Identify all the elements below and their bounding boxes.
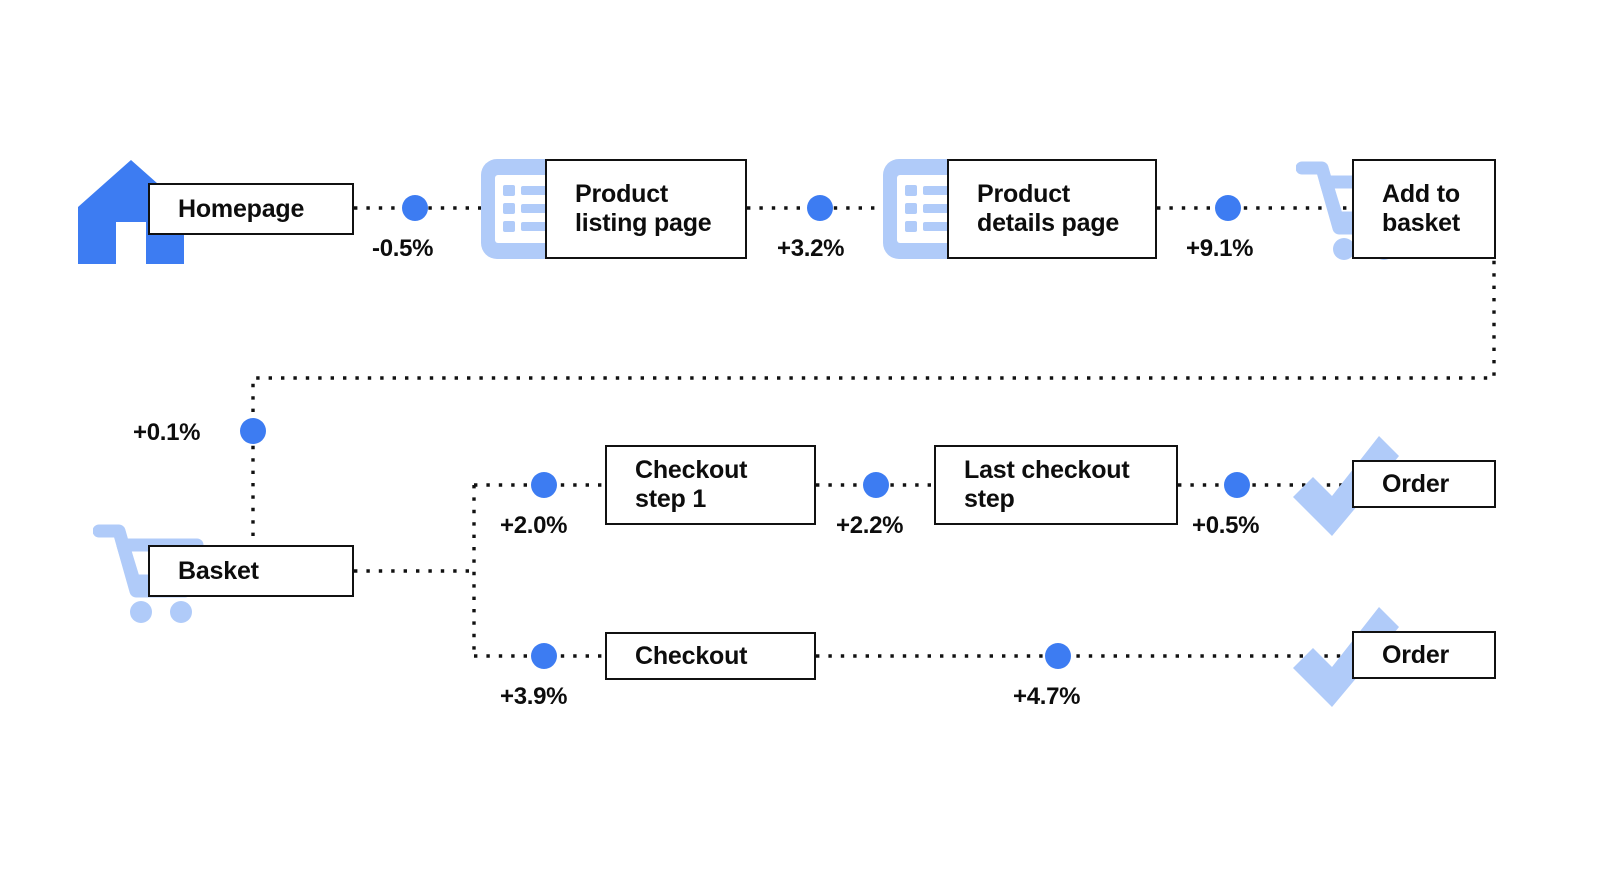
edge-value-checkout-step-1-to-last-checkout-step: +2.2% [836, 512, 904, 539]
node-add-to-basket-label: Add to basket [1382, 180, 1461, 237]
node-checkout[interactable]: Checkout [605, 632, 816, 680]
node-product-details-page-label: Product details page [977, 180, 1120, 237]
node-add-to-basket[interactable]: Add to basket [1352, 159, 1496, 259]
edge-dot-basket-to-checkout[interactable] [531, 643, 557, 669]
node-order-bottom-label: Order [1382, 640, 1450, 669]
edge-dot-basket-to-checkout-step-1[interactable] [531, 472, 557, 498]
node-homepage-label: Homepage [178, 194, 305, 223]
edge-value-checkout-to-order-bottom: +4.7% [1013, 683, 1081, 710]
node-order-top-label: Order [1382, 469, 1450, 498]
edge-dot-homepage-to-plp[interactable] [402, 195, 428, 221]
node-checkout-step-1-label: Checkout step 1 [635, 456, 748, 513]
edge-value-pdp-to-add-to-basket: +9.1% [1186, 235, 1254, 262]
edge-dot-add-to-basket-to-basket[interactable] [240, 418, 266, 444]
edge-dot-checkout-to-order-bottom[interactable] [1045, 643, 1071, 669]
node-order-bottom[interactable]: Order [1352, 631, 1496, 679]
edge-value-plp-to-pdp: +3.2% [777, 235, 845, 262]
node-checkout-label: Checkout [635, 641, 748, 670]
node-order-top[interactable]: Order [1352, 460, 1496, 508]
node-last-checkout-step[interactable]: Last checkout step [934, 445, 1178, 525]
node-basket-label: Basket [178, 556, 259, 585]
node-homepage[interactable]: Homepage [148, 183, 354, 235]
node-basket[interactable]: Basket [148, 545, 354, 597]
edge-dot-plp-to-pdp[interactable] [807, 195, 833, 221]
edge-value-basket-to-checkout-step-1: +2.0% [500, 512, 568, 539]
edge-value-basket-to-checkout: +3.9% [500, 683, 568, 710]
node-last-checkout-step-label: Last checkout step [964, 456, 1130, 513]
node-product-listing-page-label: Product listing page [575, 180, 712, 237]
edge-dot-last-checkout-step-to-order-top[interactable] [1224, 472, 1250, 498]
node-checkout-step-1[interactable]: Checkout step 1 [605, 445, 816, 525]
node-product-details-page[interactable]: Product details page [947, 159, 1157, 259]
edge-value-homepage-to-plp: -0.5% [372, 235, 434, 262]
edge-value-add-to-basket-to-basket: +0.1% [133, 419, 201, 446]
edge-value-last-checkout-step-to-order-top: +0.5% [1192, 512, 1260, 539]
edge-dot-checkout-step-1-to-last-checkout-step[interactable] [863, 472, 889, 498]
edge-dot-pdp-to-add-to-basket[interactable] [1215, 195, 1241, 221]
node-product-listing-page[interactable]: Product listing page [545, 159, 747, 259]
